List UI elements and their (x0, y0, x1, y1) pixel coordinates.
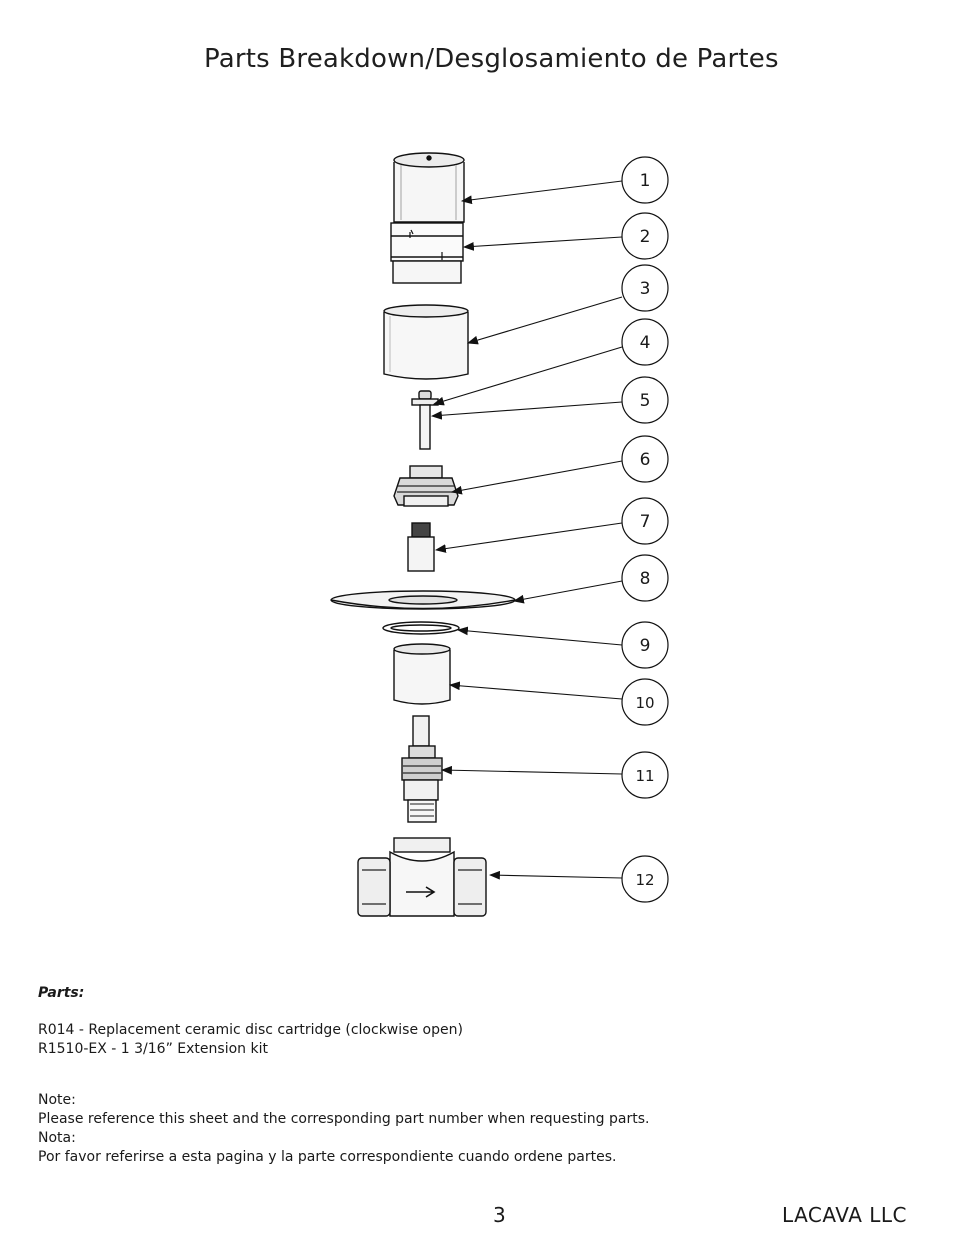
nota-text: Por favor referirse a esta pagina y la p… (38, 1149, 617, 1165)
callout-circle (621, 621, 669, 669)
part-8-flange (330, 590, 516, 610)
part-9-o-ring (382, 621, 460, 635)
callout-circle (621, 376, 669, 424)
page-number: 3 (493, 1203, 506, 1227)
part-6-adapter (393, 465, 459, 507)
callout-circle (621, 318, 669, 366)
part-11-cartridge (401, 715, 443, 823)
company-name: LACAVA LLC (782, 1203, 907, 1227)
part-2-indicator-ring (390, 222, 464, 284)
callout-number: 8 (640, 569, 651, 589)
callout-number: 7 (640, 512, 651, 532)
note-label: Note: (38, 1092, 76, 1108)
part-10-sleeve (393, 643, 451, 705)
callout-number: 9 (640, 636, 651, 656)
callout-number: 12 (635, 871, 654, 889)
part-4-5-screw (411, 390, 439, 450)
callout-number: 6 (640, 450, 651, 470)
notes-block: Note: Please reference this sheet and th… (38, 1091, 649, 1167)
callout-number: 2 (640, 227, 651, 247)
callout-number: 1 (640, 171, 651, 191)
callout-circle (621, 855, 669, 903)
callout-circle (621, 212, 669, 260)
part-7-stem-extension (407, 522, 435, 572)
callout-circle (621, 156, 669, 204)
part-1-handle-cap (393, 152, 465, 223)
callout-circle (621, 497, 669, 545)
parts-list: R014 - Replacement ceramic disc cartridg… (38, 1021, 463, 1059)
callout-number: 5 (640, 391, 651, 411)
callout-circle (621, 435, 669, 483)
callout-number: 3 (640, 279, 651, 299)
callout-number: 10 (635, 694, 654, 712)
callout-circle (621, 554, 669, 602)
note-text: Please reference this sheet and the corr… (38, 1111, 650, 1127)
nota-label: Nota: (38, 1130, 76, 1146)
page-title: Parts Breakdown/Desglosamiento de Partes (204, 44, 779, 74)
part-item: R014 - Replacement ceramic disc cartridg… (38, 1022, 463, 1038)
part-12-valve-body (357, 837, 487, 917)
callout-circle (621, 751, 669, 799)
part-item: R1510-EX - 1 3/16” Extension kit (38, 1041, 268, 1057)
exploded-parts-diagram: 1 2 3 4 5 6 7 8 9 10 11 12 (330, 152, 669, 917)
part-3-sleeve (383, 304, 469, 380)
callout-number: 4 (640, 333, 651, 353)
callout-number: 11 (635, 767, 654, 785)
parts-heading: Parts: (38, 985, 85, 1001)
callout-circle (621, 678, 669, 726)
callout-circle (621, 264, 669, 312)
